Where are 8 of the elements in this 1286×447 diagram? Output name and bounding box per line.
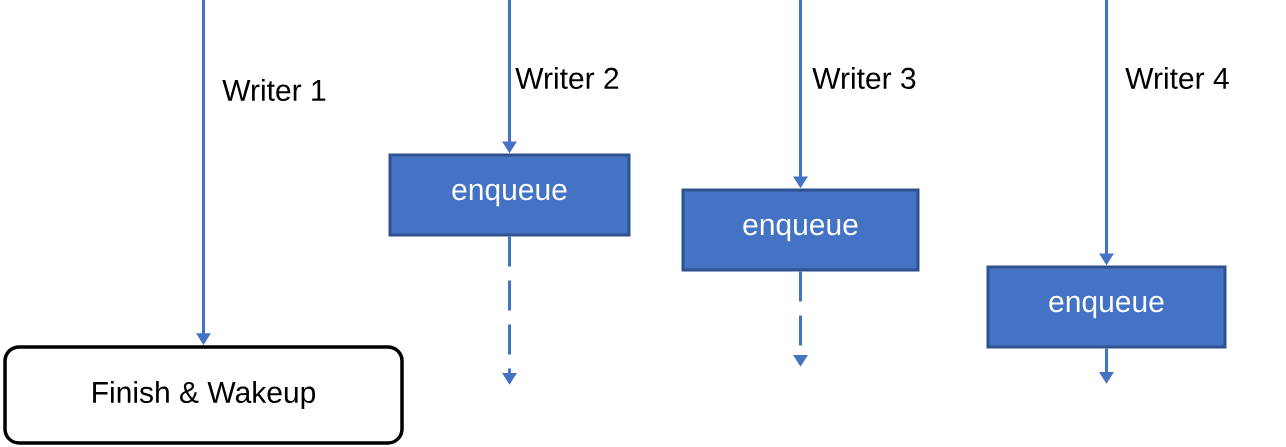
- edge-label: Writer 3: [812, 67, 916, 89]
- edge-label: Writer 2: [515, 67, 619, 89]
- edge-label: Writer 4: [1125, 67, 1229, 89]
- edge-label: Writer 1: [222, 79, 326, 101]
- enqueue-box: enqueue: [986, 265, 1227, 349]
- enqueue-box: enqueue: [681, 188, 920, 272]
- process-box: Finish & Wakeup: [3, 345, 404, 445]
- enqueue-box: enqueue: [388, 153, 631, 237]
